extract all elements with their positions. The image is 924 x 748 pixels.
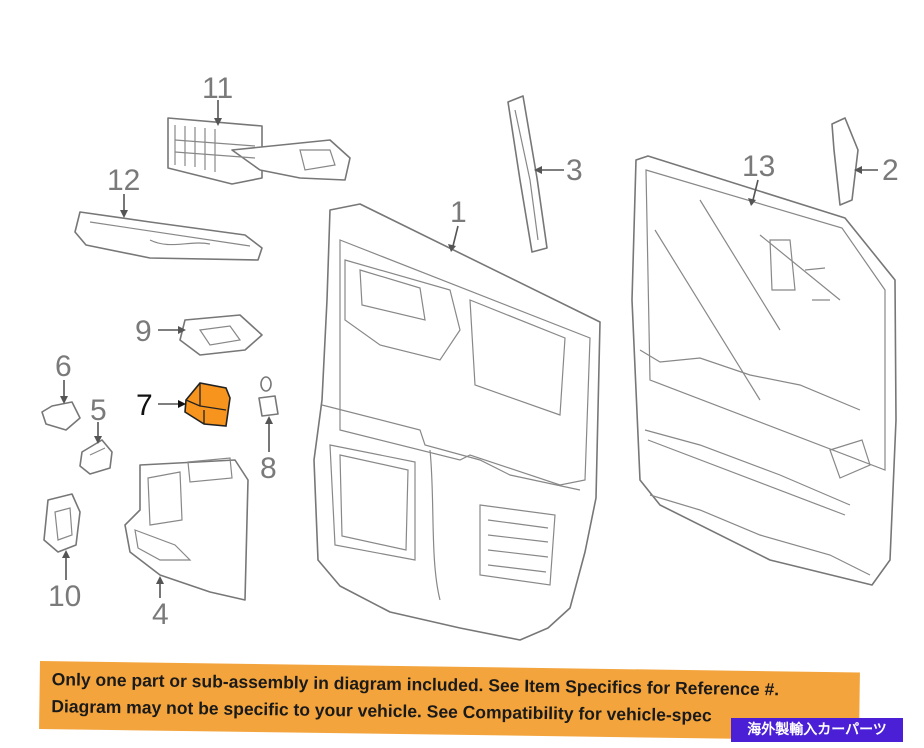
leader-lines xyxy=(60,100,878,598)
part-12-armrest-trim xyxy=(74,211,263,261)
callout-11: 11 xyxy=(202,72,233,105)
part-2-trim xyxy=(831,117,859,206)
part-4-storage-bin xyxy=(124,457,249,601)
callout-13: 13 xyxy=(742,150,775,183)
part-1-door-panel xyxy=(313,203,601,641)
part-8-fastener xyxy=(258,376,279,417)
disclaimer-line-1: Only one part or sub-assembly in diagram… xyxy=(51,669,780,700)
callout-7-highlighted: 7 xyxy=(136,389,153,422)
part-5-clip xyxy=(79,439,113,475)
part-3-pillar-trim xyxy=(507,95,548,253)
callout-3: 3 xyxy=(566,154,583,187)
import-parts-badge: 海外製輸入カーパーツ xyxy=(731,718,903,742)
part-9-bracket xyxy=(179,314,263,356)
part-6-clip xyxy=(41,401,81,431)
callout-9: 9 xyxy=(135,315,152,348)
disclaimer-line-2: Diagram may not be specific to your vehi… xyxy=(51,696,712,726)
callout-1: 1 xyxy=(450,196,467,229)
callout-10: 10 xyxy=(48,580,81,613)
callout-2: 2 xyxy=(882,154,899,187)
callout-4: 4 xyxy=(152,598,169,631)
callout-12: 12 xyxy=(107,164,140,197)
callout-6: 6 xyxy=(55,350,72,383)
callout-8: 8 xyxy=(260,452,277,485)
callout-5: 5 xyxy=(90,394,107,427)
part-11-switch-assembly xyxy=(167,117,351,185)
part-7-highlighted-block xyxy=(184,382,231,427)
part-13-inner-panel xyxy=(631,155,897,586)
callout-labels: 11 12 9 6 5 7 8 10 4 1 3 2 13 xyxy=(48,72,899,631)
part-10-cover xyxy=(43,493,81,553)
